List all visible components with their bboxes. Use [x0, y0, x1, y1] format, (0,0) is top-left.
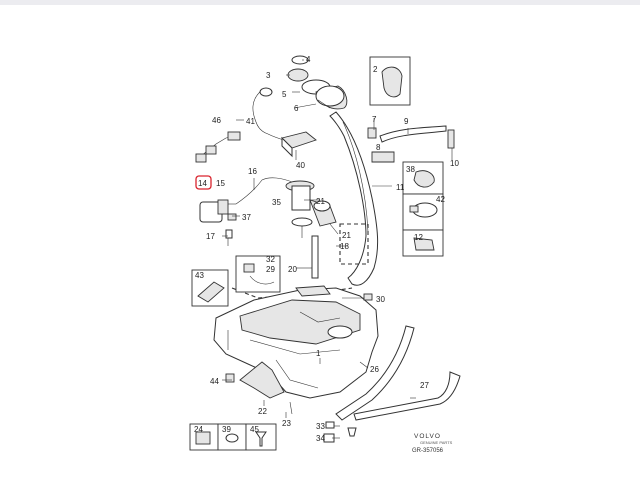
inset-box-43	[191, 269, 229, 307]
callout-33: 33	[316, 422, 325, 431]
brand-logo-text: VOLVO	[414, 433, 441, 440]
callout-23: 23	[282, 419, 291, 428]
callout-24: 24	[194, 425, 203, 434]
pump-module-35	[285, 180, 337, 238]
callout-41: 41	[246, 117, 255, 126]
callout-9: 9	[404, 117, 409, 126]
callout-16: 16	[248, 167, 257, 176]
callout-7: 7	[372, 115, 377, 124]
tank-strap-26	[335, 325, 415, 421]
callout-29: 29	[266, 265, 275, 274]
callout-42: 42	[436, 195, 445, 204]
callout-10: 10	[450, 159, 459, 168]
callout-2: 2	[373, 65, 378, 74]
inset-box-42	[402, 193, 444, 231]
inset-box-38	[402, 161, 444, 195]
bolt-34	[323, 433, 335, 443]
callout-35: 35	[272, 198, 281, 207]
callout-15: 15	[216, 179, 225, 188]
filler-neck-pipe	[329, 111, 379, 286]
clip-44	[225, 373, 235, 383]
callout-34: 34	[316, 434, 325, 443]
callout-leaders	[222, 59, 453, 439]
inset-box-29-32	[235, 255, 281, 293]
callout-37: 37	[242, 213, 251, 222]
callout-22: 22	[258, 407, 267, 416]
control-module-40	[281, 131, 317, 158]
callout-27: 27	[420, 381, 429, 390]
inset-box-12	[402, 229, 444, 257]
callout-21a: 21	[316, 197, 325, 206]
fastener-37	[227, 213, 237, 221]
callout-38: 38	[406, 165, 415, 174]
callout-labels: 4 3 5 6 2 7 9 8 10 38 11 42 12 46 41 40 …	[194, 55, 459, 443]
highlighted-callout-14: 14	[195, 175, 212, 190]
callout-6: 6	[294, 104, 299, 113]
callout-46: 46	[212, 116, 221, 125]
branding: VOLVO GENUINE PARTS GR-357056	[412, 433, 453, 454]
fuel-pump-14	[199, 199, 236, 223]
callout-45: 45	[250, 425, 259, 434]
tank-strap-27	[353, 371, 461, 421]
drawing-code: GR-357056	[412, 448, 444, 454]
tube-20	[311, 235, 319, 279]
fastener-17	[225, 229, 233, 246]
callout-5: 5	[282, 90, 287, 99]
callout-39: 39	[222, 425, 231, 434]
bolt-23	[289, 401, 293, 415]
callout-18: 18	[340, 242, 349, 251]
bolt-30	[363, 293, 373, 301]
filler-cap-assembly	[287, 55, 348, 110]
fuel-tank-1	[213, 285, 379, 399]
sender-wire-16	[235, 177, 293, 205]
heat-shield-22	[239, 361, 285, 399]
top-strip	[0, 0, 640, 5]
vent-hose	[367, 125, 455, 163]
bolt-strap-end	[347, 427, 357, 437]
callout-3: 3	[266, 71, 271, 80]
hardware-box-45	[245, 423, 277, 451]
callout-21b: 21	[342, 231, 351, 240]
brand-subtext: GENUINE PARTS	[420, 440, 453, 445]
callout-30: 30	[376, 295, 385, 304]
hardware-box-24	[189, 423, 219, 451]
bolt-33	[325, 421, 335, 429]
callout-32: 32	[266, 255, 275, 264]
callout-40: 40	[296, 161, 305, 170]
callout-1: 1	[316, 349, 321, 358]
callout-14: 14	[198, 179, 207, 188]
callout-26: 26	[370, 365, 379, 374]
callout-20: 20	[288, 265, 297, 274]
callout-11: 11	[396, 183, 405, 192]
callout-44: 44	[210, 377, 219, 386]
callout-4: 4	[306, 55, 311, 64]
callout-8: 8	[376, 143, 381, 152]
wiring-harness-41	[252, 87, 291, 143]
wiring-harness-46	[195, 131, 241, 163]
callout-17: 17	[206, 232, 215, 241]
callout-12: 12	[414, 233, 423, 242]
inset-box-2	[369, 56, 411, 106]
callout-43: 43	[195, 271, 204, 280]
